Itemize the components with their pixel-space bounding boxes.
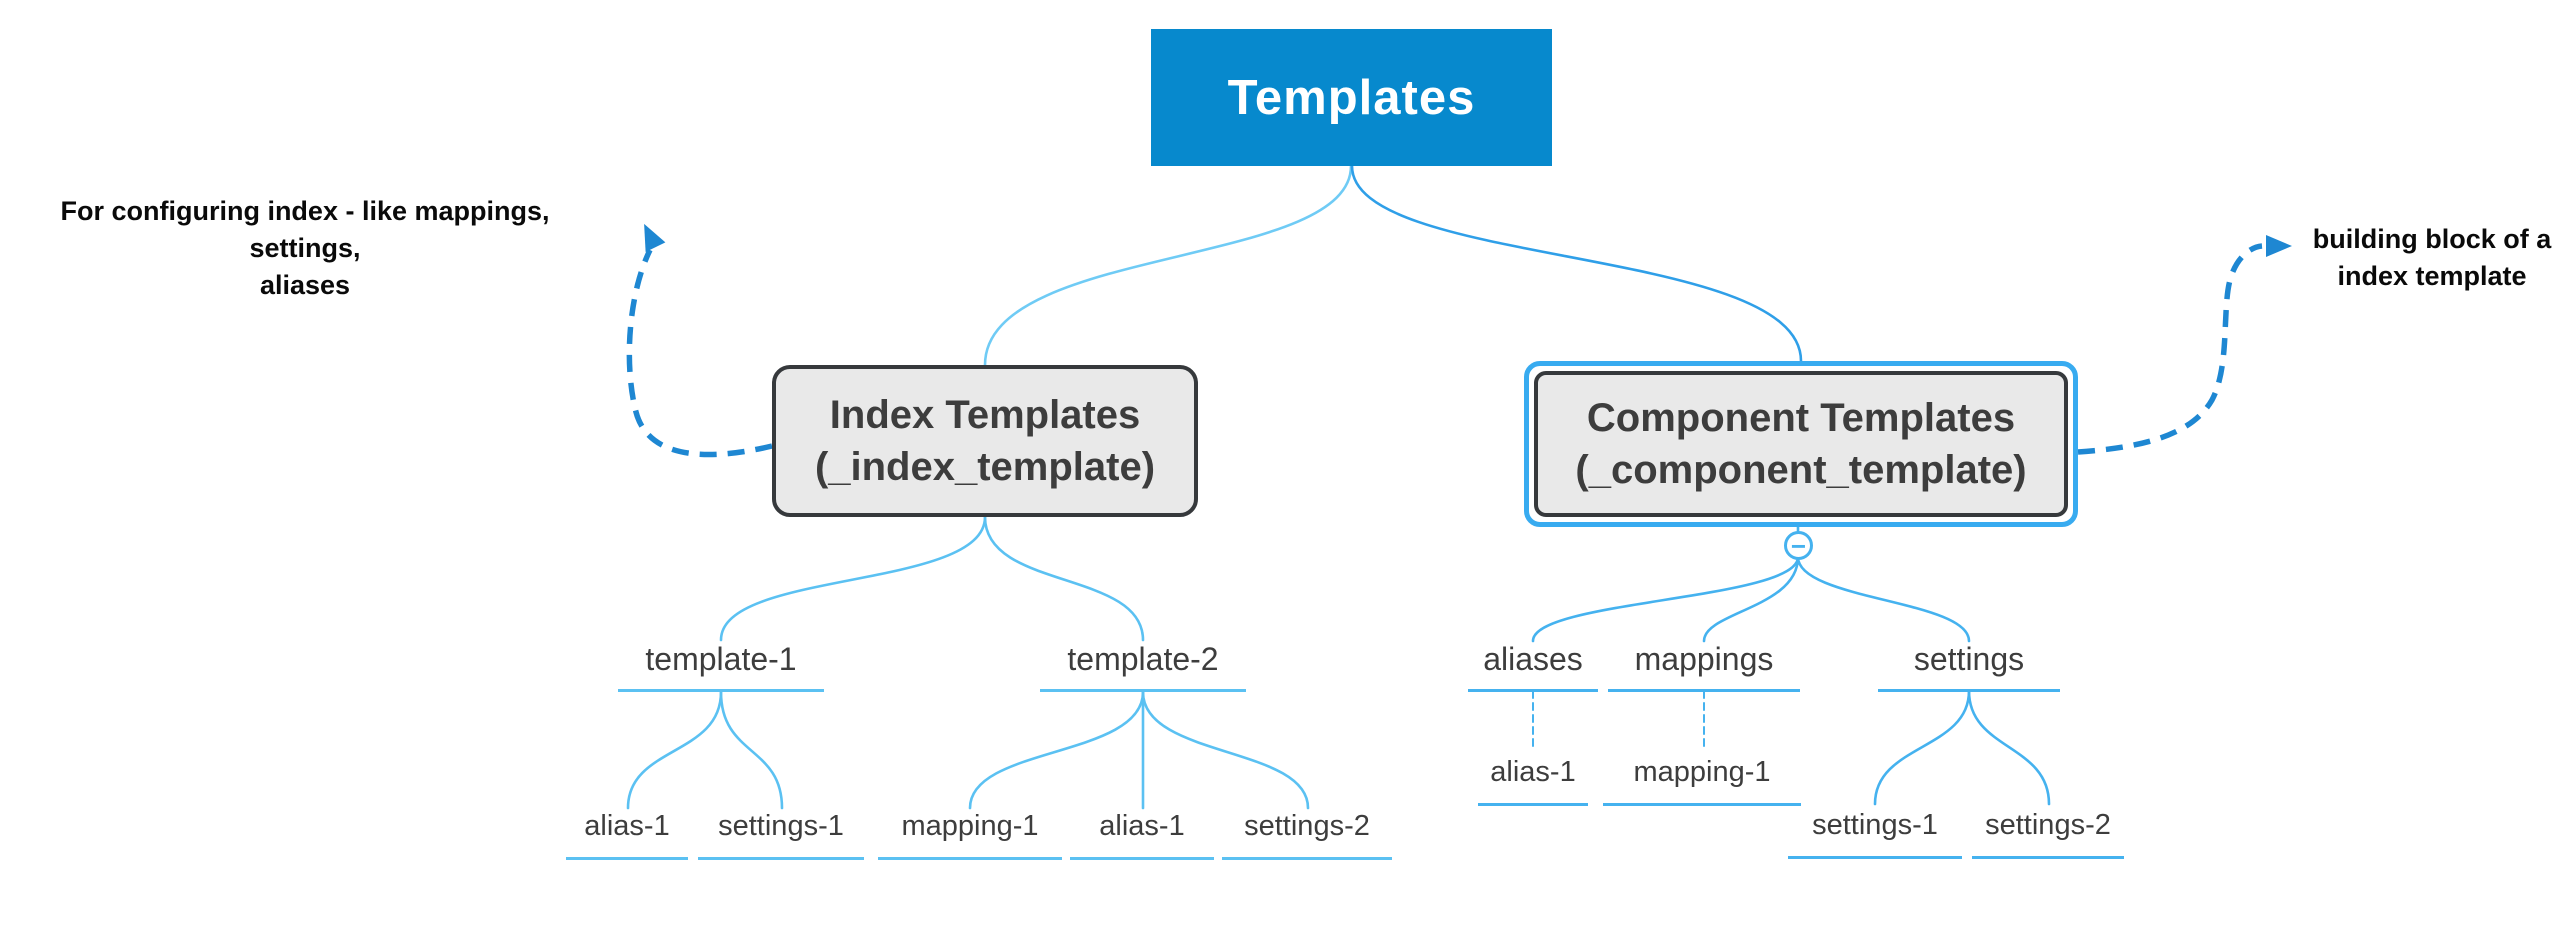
- index-templates-title: Index Templates: [829, 393, 1141, 437]
- edge-root-to-component: [1350, 164, 1803, 363]
- edge-index-to-template-2: [983, 515, 1145, 642]
- edge-template-1-to-settings-1: [719, 690, 784, 810]
- edge-template-1-to-alias-1: [626, 690, 723, 810]
- left-annotation-line1: For configuring index - like mappings, s…: [60, 196, 550, 263]
- edge-root-to-index: [983, 164, 1353, 367]
- node-template-1-alias-1[interactable]: alias-1: [566, 809, 688, 860]
- node-index-templates[interactable]: Index Templates (_index_template): [772, 365, 1198, 517]
- left-annotation-line2: aliases: [259, 270, 351, 300]
- edge-component-to-settings: [1796, 555, 1971, 643]
- node-mappings-mapping-1[interactable]: mapping-1: [1603, 755, 1801, 806]
- edge-component-to-aliases: [1531, 555, 1800, 643]
- node-aliases-alias-1[interactable]: alias-1: [1478, 755, 1588, 806]
- right-arrowhead-icon: [2266, 235, 2292, 257]
- edge-template-2-to-settings-2: [1141, 690, 1310, 810]
- node-template-1[interactable]: template-1: [618, 641, 824, 692]
- component-templates-inner: Component Templates (_component_template…: [1534, 371, 2068, 517]
- edge-template-2-to-mapping-1: [968, 690, 1145, 810]
- edge-component-to-mappings: [1702, 555, 1800, 643]
- node-template-2-alias-1[interactable]: alias-1: [1070, 809, 1214, 860]
- node-template-2[interactable]: template-2: [1040, 641, 1246, 692]
- node-component-templates[interactable]: Component Templates (_component_template…: [1524, 361, 2078, 527]
- component-templates-title: Component Templates: [1586, 396, 2016, 440]
- left-annotation: For configuring index - like mappings, s…: [5, 193, 605, 304]
- minus-icon: −: [1790, 530, 1807, 561]
- right-annotation-line2: index template: [2337, 261, 2527, 291]
- node-template-2-settings-2[interactable]: settings-2: [1222, 809, 1392, 860]
- left-annotation-arrow: [626, 248, 773, 458]
- node-settings-settings-1[interactable]: settings-1: [1788, 808, 1962, 859]
- node-aliases[interactable]: aliases: [1468, 641, 1598, 692]
- component-templates-subtitle: (_component_template): [1575, 448, 2027, 492]
- index-templates-subtitle: (_index_template): [814, 445, 1156, 489]
- node-mappings[interactable]: mappings: [1608, 641, 1800, 692]
- node-template-2-mapping-1[interactable]: mapping-1: [878, 809, 1062, 860]
- edge-settings-to-settings-1: [1873, 689, 1971, 806]
- node-template-1-settings-1[interactable]: settings-1: [698, 809, 864, 860]
- right-annotation: building block of a index template: [2310, 221, 2554, 295]
- edge-settings-to-settings-2: [1967, 689, 2051, 806]
- node-settings-settings-2[interactable]: settings-2: [1972, 808, 2124, 859]
- node-templates-root[interactable]: Templates: [1151, 29, 1552, 166]
- left-arrowhead-icon: [644, 223, 666, 253]
- right-annotation-arrow: [2077, 243, 2263, 455]
- node-settings[interactable]: settings: [1878, 641, 2060, 692]
- edge-index-to-template-1: [719, 515, 987, 642]
- root-label: Templates: [1227, 70, 1476, 125]
- right-annotation-line1: building block of a: [2312, 224, 2552, 254]
- collapse-button[interactable]: −: [1784, 531, 1813, 560]
